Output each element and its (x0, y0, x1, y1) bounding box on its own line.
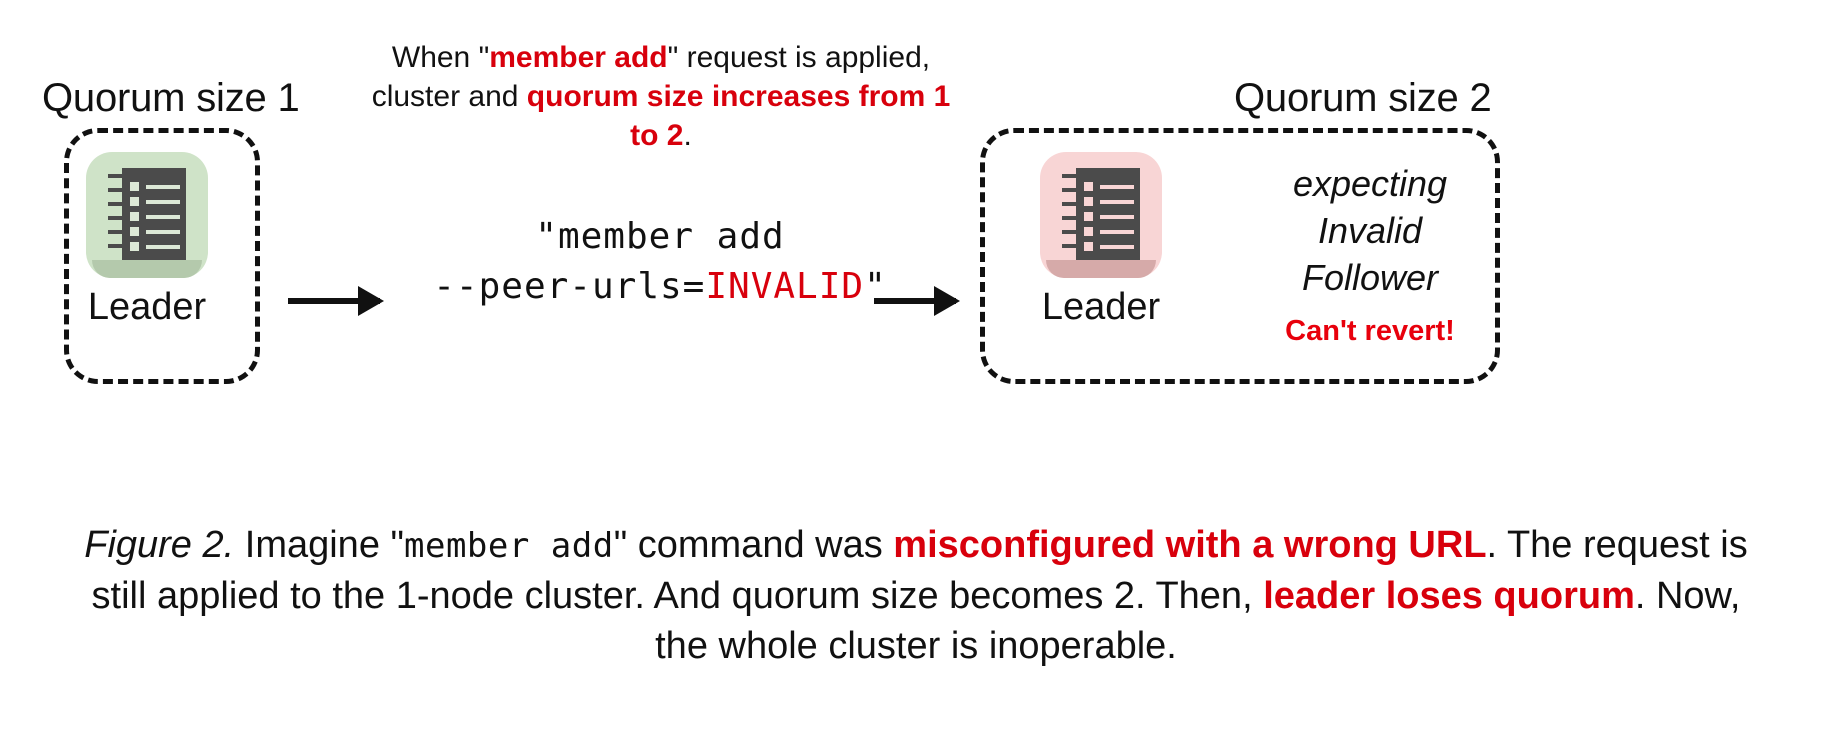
book-row-line (146, 200, 180, 204)
top-annotation-part2: " request is applied, cluster and (371, 41, 931, 113)
command-flag: --peer-urls= (433, 266, 706, 307)
node-right: Leader (1040, 152, 1162, 329)
book-row-line (1100, 230, 1134, 234)
book-ring (108, 216, 128, 220)
command-close-quote: " (864, 266, 887, 307)
status-line-invalid: Invalid (1317, 210, 1423, 251)
cluster-box-left (64, 128, 260, 384)
book-row-line (146, 185, 180, 189)
book-row-line (146, 215, 180, 219)
ledger-book-icon (108, 168, 186, 260)
command-line-2: --peer-urls=INVALID" (400, 262, 920, 312)
caption-seg-3: . The request is still applied to the 1-… (91, 524, 1748, 617)
book-row-dot (130, 197, 139, 206)
node-tile-right (1040, 152, 1162, 278)
book-ring (1062, 216, 1082, 220)
caption-emphasis-misconfigured: misconfigured with a wrong URL (893, 524, 1487, 566)
book-row-dot (130, 212, 139, 221)
book-row-line (1100, 245, 1134, 249)
caption-seg-2: " command was (613, 524, 894, 566)
book-ring (1062, 230, 1082, 234)
caption-seg-4: . Now, the whole cluster is inoperable. (655, 575, 1741, 667)
arrow-command-to-right-icon (874, 298, 956, 304)
ledger-book-icon (1062, 168, 1140, 260)
node-left: Leader (86, 152, 208, 329)
figure-caption: Figure 2. Imagine "member add" command w… (60, 520, 1772, 671)
book-row-line (1100, 215, 1134, 219)
book-ring (1062, 188, 1082, 192)
book-row-line (146, 245, 180, 249)
caption-code-member-add: member add (404, 526, 614, 566)
book-row-dot (1084, 182, 1093, 191)
book-row-dot (130, 242, 139, 251)
cluster-box-right (980, 128, 1500, 384)
book-row-line (1100, 200, 1134, 204)
top-annotation-part1: When " (391, 41, 490, 74)
top-annotation-emphasis-quorum-increase: quorum size increases from 1 to 2 (526, 80, 951, 152)
quorum-size-label-left: Quorum size 1 (42, 76, 300, 120)
node-label-left: Leader (87, 286, 207, 328)
arrow-left-to-command-icon (288, 298, 380, 304)
status-line-follower: Follower (1301, 257, 1439, 298)
book-ring (108, 188, 128, 192)
figure-label: Figure 2. (84, 524, 235, 566)
command-text: "member add --peer-urls=INVALID" (400, 212, 920, 312)
top-annotation-emphasis-member-add: member add (489, 41, 668, 74)
caption-emphasis-loses-quorum: leader loses quorum (1263, 575, 1635, 617)
book-ring (108, 202, 128, 206)
cant-revert-warning: Can't revert! (1285, 315, 1455, 347)
book-row-line (146, 230, 180, 234)
status-line-expecting: expecting (1292, 163, 1448, 204)
book-row-dot (1084, 242, 1093, 251)
follower-status-block: expecting Invalid Follower Can't revert! (1250, 160, 1490, 348)
node-label-right: Leader (1041, 286, 1161, 328)
command-invalid-value: INVALID (705, 266, 865, 307)
book-ring (108, 230, 128, 234)
command-line-1: "member add (535, 216, 785, 257)
book-row-line (1100, 185, 1134, 189)
quorum-size-label-right: Quorum size 2 (1234, 76, 1492, 120)
book-ring (108, 244, 128, 248)
book-row-dot (130, 227, 139, 236)
node-tile-left (86, 152, 208, 278)
book-row-dot (130, 182, 139, 191)
book-row-dot (1084, 227, 1093, 236)
top-annotation: When "member add" request is applied, cl… (356, 38, 966, 155)
book-row-dot (1084, 197, 1093, 206)
book-ring (1062, 244, 1082, 248)
top-annotation-part3: . (683, 119, 692, 152)
book-ring (1062, 202, 1082, 206)
book-row-dot (1084, 212, 1093, 221)
book-ring (1062, 174, 1082, 178)
caption-seg-1: Imagine " (234, 524, 404, 566)
book-ring (108, 174, 128, 178)
